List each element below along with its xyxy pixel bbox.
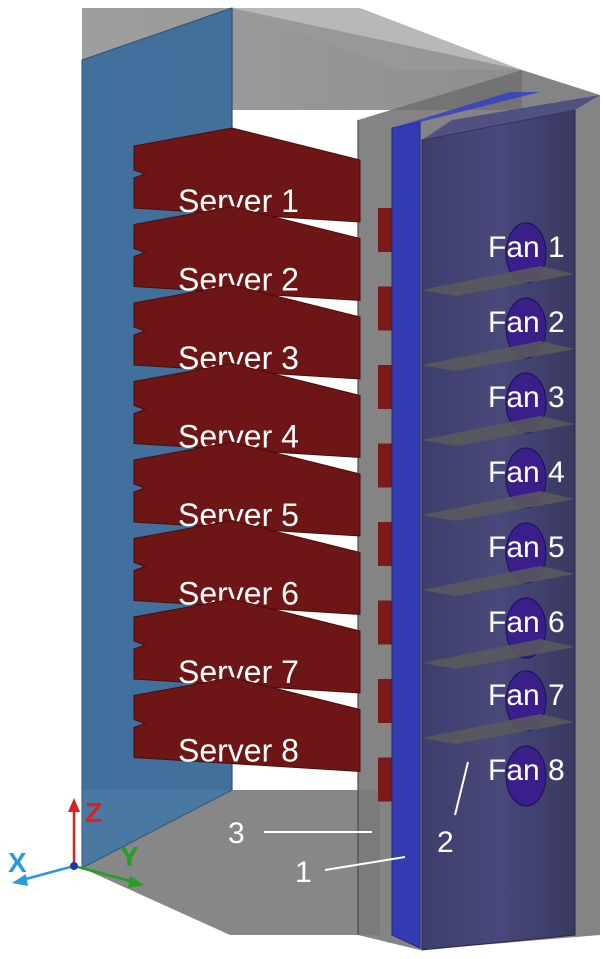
fan-label: Fan 8: [488, 754, 565, 787]
x-axis-label: X: [8, 847, 27, 878]
fan-8: Fan 8: [422, 714, 575, 807]
server-rear-face: [378, 443, 392, 488]
axis-origin: [70, 862, 78, 870]
server-rear-face: [378, 365, 392, 409]
fans-group: Fan 1 Fan 2 Fan 3 Fan 4 Fan 5 Fan 6 Fan 7 Fan 8: [422, 222, 575, 807]
coordinate-axes: Z Y X: [8, 797, 144, 888]
y-axis-label: Y: [120, 841, 139, 872]
server-body: [133, 284, 361, 380]
callout-3: 3: [228, 817, 245, 850]
callout-2: 2: [437, 826, 454, 859]
cabinet-floor: [82, 790, 380, 935]
y-axis-arrowhead: [128, 876, 144, 888]
callouts: [264, 761, 469, 871]
fan-divider: [422, 491, 575, 521]
server-body: [133, 127, 361, 223]
server-body: [133, 519, 361, 616]
y-axis: [73, 864, 135, 884]
server-body: [133, 676, 361, 773]
blue-plate-top: [392, 92, 540, 128]
server-label: Server 8: [178, 733, 299, 769]
fan-divider: [422, 714, 575, 744]
fan-label: Fan 2: [488, 306, 565, 339]
server-body: [133, 362, 361, 459]
fan-label: Fan 6: [488, 606, 565, 639]
server-body: [133, 205, 361, 302]
z-axis-label: Z: [85, 797, 102, 828]
fan-divider: [422, 639, 575, 669]
server-8: Server 8: [133, 676, 392, 802]
fan-1: Fan 1: [488, 222, 565, 284]
server-rear-face: [378, 600, 392, 645]
fan-divider: [422, 266, 575, 296]
z-axis-arrowhead: [68, 798, 80, 812]
fan-panel: [421, 95, 600, 951]
fan-divider: [422, 341, 575, 371]
fan-label: Fan 4: [488, 456, 565, 489]
callout-1-leader: [324, 856, 406, 871]
server-body: [133, 598, 361, 694]
fan-divider: [422, 416, 575, 446]
server-rear-face: [378, 679, 392, 723]
fan-6: Fan 6: [422, 566, 575, 659]
server-rear-face: [378, 757, 392, 802]
fan-label: Fan 3: [488, 381, 565, 414]
fan-disk: [505, 745, 547, 807]
callout-1: 1: [295, 856, 312, 889]
server-rear-face: [378, 522, 392, 566]
server-rear-face: [378, 286, 392, 331]
fan-label: Fan 5: [488, 531, 565, 564]
fan-label: Fan 1: [488, 231, 565, 264]
blue-plate: [391, 121, 421, 949]
callout-2-leader: [454, 761, 469, 816]
fan-label: Fan 7: [488, 679, 565, 712]
server-rear-face: [378, 208, 392, 252]
x-axis: [21, 864, 75, 882]
fan-panel-top: [422, 95, 600, 140]
fan-divider: [422, 566, 575, 596]
cabinet-top: [232, 8, 522, 70]
x-axis-arrowhead: [12, 874, 28, 886]
server-body: [133, 441, 361, 537]
server-1: Server 1: [133, 127, 392, 252]
